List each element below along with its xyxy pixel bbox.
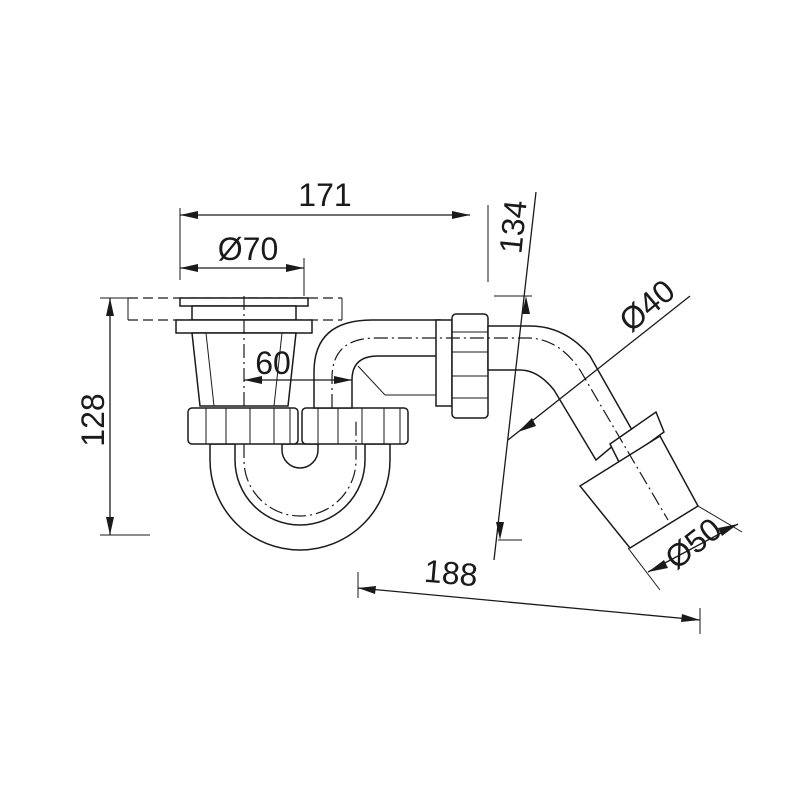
elbow-pipe: [487, 325, 699, 549]
dimension-188: 188: [357, 553, 701, 634]
outlet-pipe: [313, 319, 453, 409]
dimension-60: 60: [244, 345, 352, 384]
union-nut-left: [187, 407, 299, 445]
dimension-label-diameter-70: Ø70: [218, 231, 278, 267]
u-trap: [209, 443, 391, 551]
drain-head: [127, 297, 343, 407]
dimension-128: 128: [75, 297, 150, 536]
dimension-label-134: 134: [492, 198, 533, 255]
dimension-label-60: 60: [255, 345, 291, 381]
union-nut-middle: [301, 407, 409, 445]
dimension-label-188: 188: [423, 553, 479, 594]
center-lines: [243, 296, 669, 521]
dimension-diameter-70: Ø70: [180, 231, 305, 296]
dimension-label-171: 171: [298, 177, 351, 213]
dimension-171: 171: [179, 177, 489, 282]
dimension-134: 134: [492, 191, 537, 561]
dimension-label-diameter-40: Ø40: [612, 272, 681, 338]
outlet-union-nut: [451, 313, 489, 419]
dimension-label-128: 128: [75, 393, 111, 446]
